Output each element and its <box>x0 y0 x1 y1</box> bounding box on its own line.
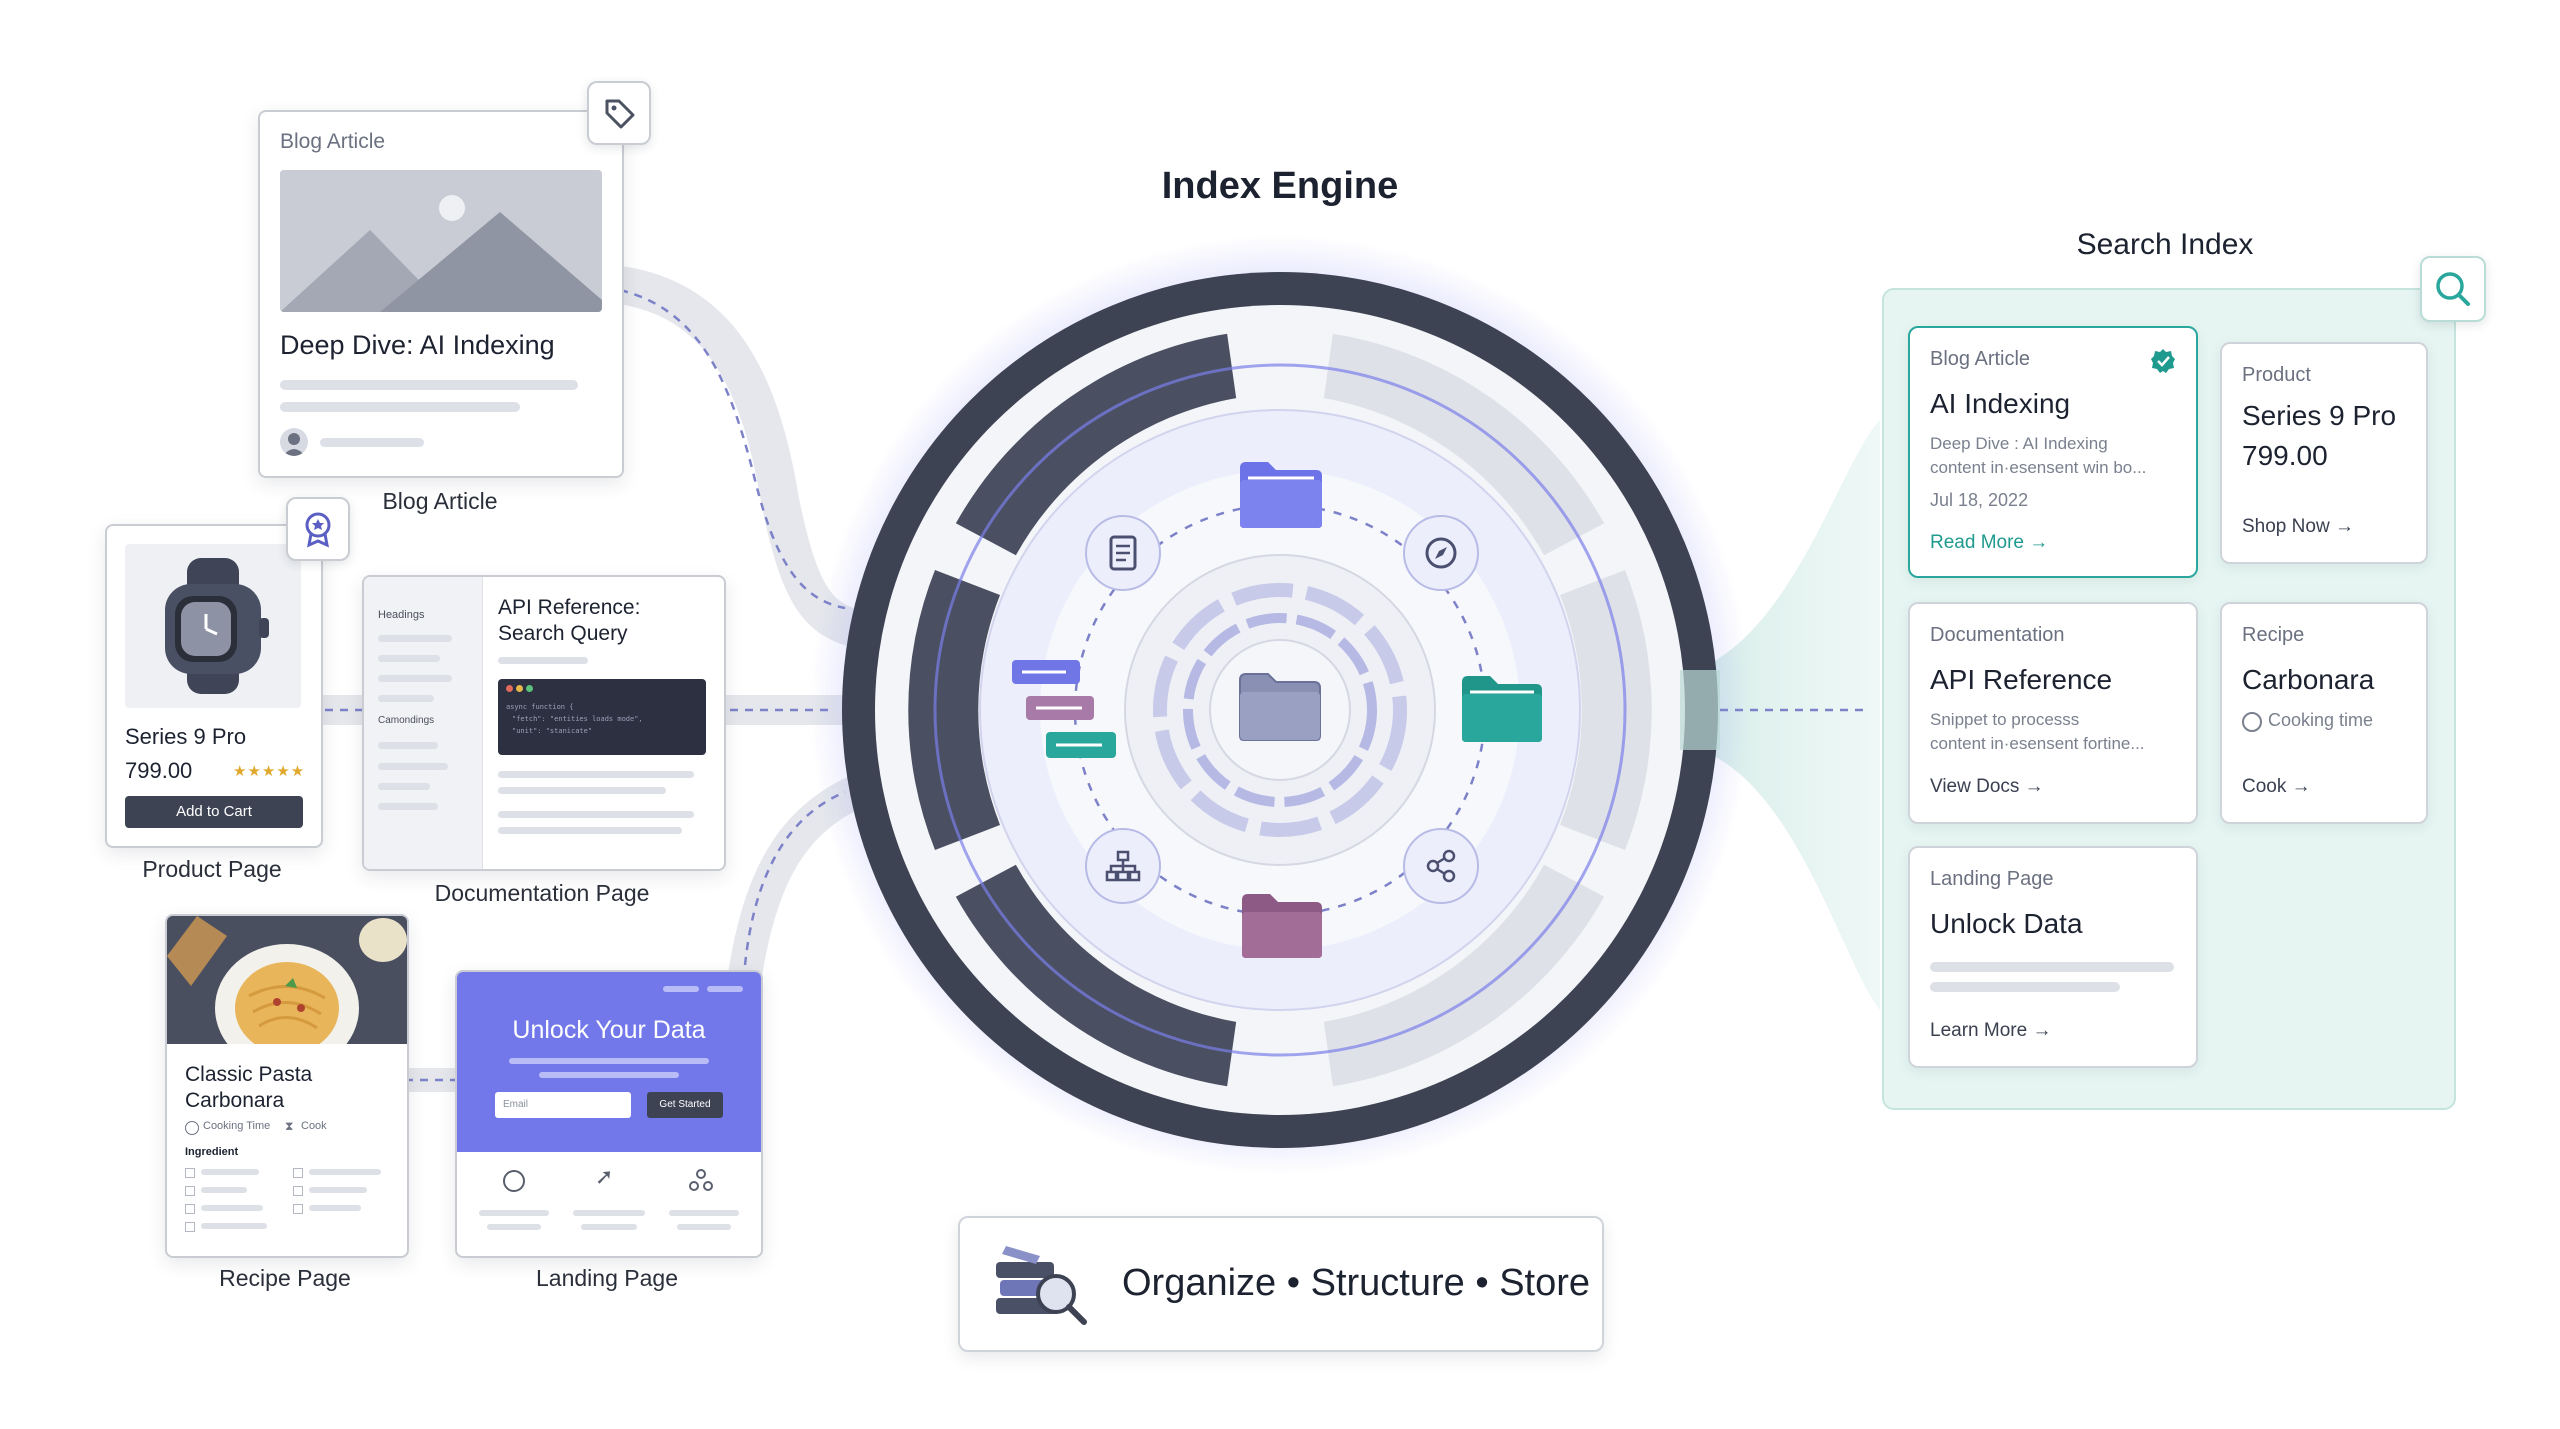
share-icon <box>1403 828 1479 904</box>
index-card-title: Series 9 Pro <box>2242 400 2397 431</box>
blog-article-card[interactable]: Blog Article Deep Dive: AI Indexing <box>258 110 624 478</box>
engine-title: Index Engine <box>1161 165 1399 207</box>
check-circle-icon <box>2150 348 2176 379</box>
email-input[interactable]: Email <box>495 1092 631 1118</box>
product-name: Series 9 Pro <box>125 724 247 749</box>
folder-icon <box>1239 673 1321 741</box>
index-card-desc: content in·esensent win bo... <box>1930 458 2147 477</box>
hourglass-icon: ⧗ <box>285 1119 294 1133</box>
index-card-desc: content in·esensent fortine... <box>1930 734 2145 753</box>
books-magnifier-icon <box>996 1246 1087 1325</box>
get-started-button[interactable]: Get Started <box>647 1092 723 1118</box>
search-index-title: Search Index <box>2076 228 2254 261</box>
product-card[interactable]: Series 9 Pro 799.00 ★★★★★ Add to Cart <box>105 524 323 848</box>
index-card-meta: Cooking time <box>2268 710 2374 730</box>
docs-title: API Reference: Search Query <box>498 596 641 645</box>
index-card-landing[interactable]: Landing Page Unlock Data Learn More → <box>1908 846 2198 1068</box>
index-card-type: Product <box>2242 364 2311 386</box>
index-card-type: Landing Page <box>1930 868 2054 890</box>
blog-type-label: Blog Article <box>280 130 386 153</box>
recipe-image <box>167 916 407 1072</box>
read-more-link[interactable]: Read More → <box>1930 532 2049 553</box>
avatar <box>280 428 308 456</box>
learn-more-link[interactable]: Learn More → <box>1930 1020 2052 1041</box>
compass-icon <box>1403 515 1479 591</box>
docs-sidebar-sub: Camondings <box>378 715 435 726</box>
folder-icon <box>1242 894 1322 958</box>
index-card-documentation[interactable]: Documentation API Reference Snippet to p… <box>1908 602 2198 824</box>
index-card-desc: Deep Dive : AI Indexing <box>1930 434 2108 453</box>
badge-icon <box>286 497 350 561</box>
recipe-meta-cook: Cook <box>301 1120 327 1132</box>
clock-icon <box>185 1121 199 1135</box>
index-card-price: 799.00 <box>2242 440 2328 471</box>
blog-caption: Blog Article <box>382 488 498 514</box>
landing-caption: Landing Page <box>536 1265 678 1291</box>
recipe-ingredient-label: Ingredient <box>185 1146 239 1158</box>
documentation-caption: Documentation Page <box>434 880 650 906</box>
smile-icon <box>503 1170 525 1192</box>
index-card-type: Documentation <box>1930 624 2065 646</box>
product-price: 799.00 <box>125 758 193 783</box>
index-card-title: Carbonara <box>2242 664 2375 695</box>
search-icon[interactable] <box>2420 256 2486 322</box>
landing-hero: Unlock Your Data Email Get Started <box>457 972 761 1152</box>
product-caption: Product Page <box>142 856 282 882</box>
rocket-icon: ➚ <box>595 1164 614 1189</box>
footer-banner: Organize • Structure • Store <box>958 1216 1604 1352</box>
docs-code-block: async function { "fetch": "entities load… <box>498 679 706 755</box>
folder-icon <box>1240 462 1322 528</box>
blog-title: Deep Dive: AI Indexing <box>280 330 555 360</box>
docs-sidebar: Headings Camondings <box>364 577 483 869</box>
index-card-date: Jul 18, 2022 <box>1930 490 2029 510</box>
add-to-cart-button[interactable]: Add to Cart <box>125 796 303 828</box>
recipe-caption: Recipe Page <box>219 1265 351 1291</box>
index-card-title: Unlock Data <box>1930 908 2083 939</box>
blog-hero-image <box>280 170 602 312</box>
message-stack-icon <box>1012 660 1116 758</box>
code-line: "unit": "stanicate" <box>512 727 593 735</box>
product-rating: ★★★★★ <box>233 763 306 780</box>
index-card-recipe[interactable]: Recipe Carbonara Cooking time Cook → <box>2220 602 2428 824</box>
index-card-desc: Snippet to processs <box>1930 710 2080 729</box>
footer-text: Organize • Structure • Store <box>1122 1262 1591 1304</box>
landing-page-card[interactable]: Unlock Your Data Email Get Started ➚ <box>455 970 763 1258</box>
docs-sidebar-heading: Headings <box>378 609 425 621</box>
recipe-meta-time: Cooking Time <box>203 1120 271 1132</box>
hierarchy-icon <box>1085 828 1161 904</box>
index-card-product[interactable]: Product Series 9 Pro 799.00 Shop Now → <box>2220 342 2428 564</box>
cook-link[interactable]: Cook → <box>2242 776 2311 797</box>
index-card-type: Recipe <box>2242 624 2305 646</box>
index-card-blog[interactable]: Blog Article AI Indexing Deep Dive : AI … <box>1908 326 2198 578</box>
folder-icon <box>1462 676 1542 742</box>
recipe-card[interactable]: Classic Pasta Carbonara Cooking Time ⧗ C… <box>165 914 409 1258</box>
documentation-card[interactable]: Headings Camondings API Reference: Searc… <box>362 575 726 871</box>
document-icon <box>1085 515 1161 591</box>
shop-now-link[interactable]: Shop Now → <box>2242 516 2354 537</box>
index-card-title: AI Indexing <box>1930 388 2071 419</box>
clock-icon <box>2242 712 2262 732</box>
code-line: async function { <box>506 703 574 711</box>
network-icon <box>689 1168 713 1197</box>
code-line: "fetch": "entities loads mode", <box>512 715 643 723</box>
recipe-title: Classic Pasta Carbonara <box>185 1063 313 1112</box>
tag-icon <box>587 81 651 145</box>
index-card-title: API Reference <box>1930 664 2113 695</box>
landing-headline: Unlock Your Data <box>512 1016 706 1044</box>
view-docs-link[interactable]: View Docs → <box>1930 776 2044 797</box>
product-image <box>125 544 301 708</box>
index-card-type: Blog Article <box>1930 348 2031 370</box>
